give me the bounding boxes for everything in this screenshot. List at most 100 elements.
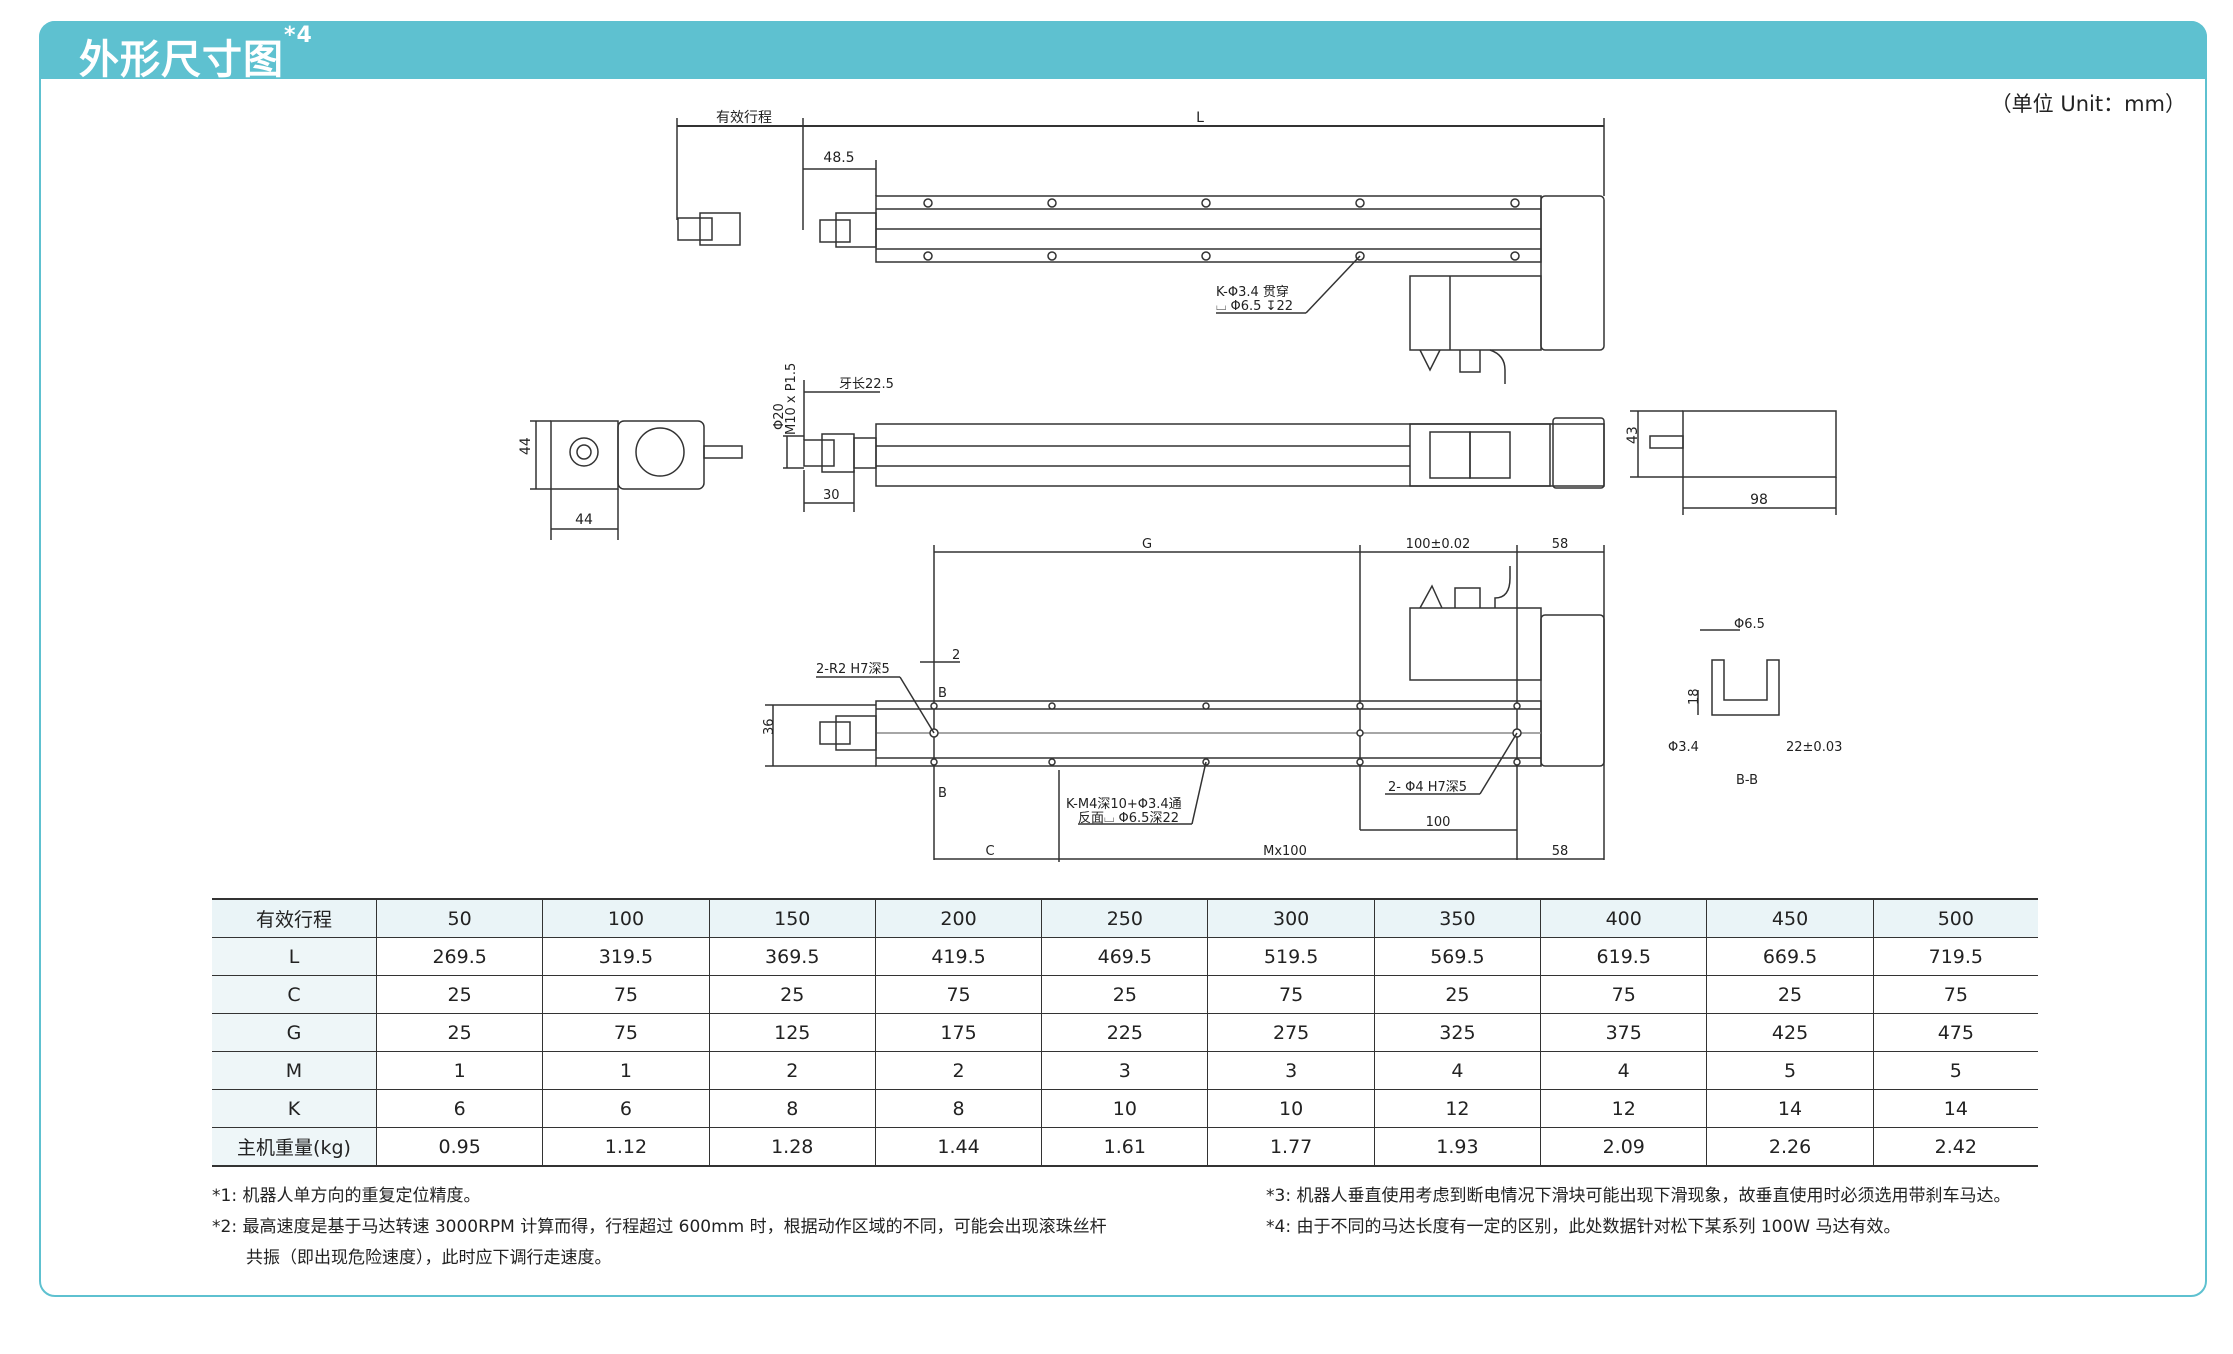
- title-footnote-ref: *4: [284, 23, 313, 48]
- table-cell: 350: [1373, 898, 1541, 938]
- table-cell: 25: [1706, 975, 1874, 1014]
- table-cell: 2.26: [1706, 1127, 1874, 1167]
- note-2: *2: 最高速度是基于马达转速 3000RPM 计算而得，行程超过 600mm …: [212, 1217, 1107, 1237]
- tapped-hole-note: K-M4深10+Φ3.4通: [1066, 797, 1182, 812]
- dim-58-bottom-label: 58: [1552, 844, 1569, 859]
- table-cell: 275: [1207, 1013, 1375, 1052]
- table-cell: 450: [1706, 898, 1874, 938]
- note-3: *3: 机器人垂直使用考虑到断电情况下滑块可能出现下滑现象，故垂直使用时必须选用…: [1266, 1186, 2011, 1206]
- table-cell: 6: [375, 1089, 543, 1128]
- table-cell: 225: [1041, 1013, 1208, 1052]
- stroke-dim-label: 有效行程: [716, 110, 772, 126]
- dim-18-label: 18: [1687, 688, 1702, 705]
- unit-label: （单位 Unit：mm）: [1990, 92, 2186, 116]
- notes-left: *1: 机器人单方向的重复定位精度。 *2: 最高速度是基于马达转速 3000R…: [212, 1181, 1107, 1274]
- table-cell: 1.93: [1373, 1127, 1541, 1167]
- row-header: 有效行程: [212, 898, 377, 938]
- table-cell: 4: [1540, 1051, 1707, 1090]
- table-cell: 475: [1872, 1013, 2038, 1052]
- dim-100-tol-label: 100±0.02: [1406, 537, 1471, 552]
- table-cell: 175: [874, 1013, 1042, 1052]
- table-cell: 25: [375, 1013, 543, 1052]
- table-cell: 1: [542, 1051, 710, 1090]
- bottom-view: G 100±0.02 58 36 2-R2 H7深5 2 B B K-M4深10…: [762, 537, 1605, 862]
- reverse-counterbore-note: 反面⌴ Φ6.5深22: [1078, 811, 1179, 826]
- table-cell: 4: [1373, 1051, 1541, 1090]
- row-header: K: [212, 1089, 377, 1128]
- title-text: 外形尺寸图: [79, 37, 284, 83]
- thread-length-label: 牙长22.5: [839, 377, 894, 392]
- table-cell: 1.44: [874, 1127, 1042, 1167]
- dim-44-vertical: 44: [518, 437, 534, 455]
- table-cell: 1.12: [542, 1127, 710, 1167]
- dim-58-top-label: 58: [1552, 537, 1569, 552]
- table-cell: 469.5: [1041, 937, 1208, 976]
- counterbore-note: ⌴ Φ6.5 ↧22: [1216, 299, 1293, 314]
- table-cell: 200: [874, 898, 1042, 938]
- table-cell: 25: [375, 975, 543, 1014]
- table-cell: 25: [708, 975, 876, 1014]
- side-view: 44 44 Φ20 M10 x P1.5 牙长22.5 30 43 98: [518, 363, 1837, 540]
- table-cell: 8: [874, 1089, 1042, 1128]
- table-cell: 2: [708, 1051, 876, 1090]
- row-header: C: [212, 975, 377, 1014]
- dim-100-label: 100: [1426, 815, 1451, 830]
- dim-30-label: 30: [823, 488, 840, 503]
- table-cell: 519.5: [1207, 937, 1375, 976]
- row-header: 主机重量(kg): [212, 1127, 377, 1167]
- table-cell: 300: [1207, 898, 1375, 938]
- table-cell: 3: [1041, 1051, 1208, 1090]
- through-hole-note: K-Φ3.4 贯穿: [1216, 284, 1289, 300]
- table-cell: 3: [1207, 1051, 1375, 1090]
- dia-3-4-label: Φ3.4: [1668, 740, 1699, 755]
- dia-20-label: Φ20: [772, 403, 787, 430]
- table-cell: 75: [874, 975, 1042, 1014]
- table-cell: 5: [1872, 1051, 2038, 1090]
- section-B-B: Φ6.5 18 Φ3.4 22±0.03 B-B: [1668, 617, 1842, 788]
- table-cell: 250: [1041, 898, 1208, 938]
- table-cell: 5: [1706, 1051, 1874, 1090]
- notes-right: *3: 机器人垂直使用考虑到断电情况下滑块可能出现下滑现象，故垂直使用时必须选用…: [1266, 1181, 2010, 1243]
- table-cell: 425: [1706, 1013, 1874, 1052]
- thread-label: M10 x P1.5: [784, 363, 799, 435]
- C-dim-label: C: [985, 844, 994, 859]
- dim-98-label: 98: [1750, 492, 1768, 508]
- table-cell: 325: [1373, 1013, 1541, 1052]
- G-dim-label: G: [1142, 537, 1152, 552]
- table-cell: 375: [1540, 1013, 1707, 1052]
- row-header: M: [212, 1051, 377, 1090]
- note-1: *1: 机器人单方向的重复定位精度。: [212, 1186, 481, 1206]
- table-cell: 669.5: [1706, 937, 1874, 976]
- table-cell: 14: [1872, 1089, 2038, 1128]
- table-cell: 10: [1207, 1089, 1375, 1128]
- table-cell: 619.5: [1540, 937, 1707, 976]
- table-cell: 319.5: [542, 937, 710, 976]
- section-marker-B-top: B: [938, 686, 947, 701]
- section-header: 外形尺寸图*4: [39, 21, 2207, 83]
- table-cell: 150: [708, 898, 876, 938]
- section-marker-B-bottom: B: [938, 786, 947, 801]
- table-cell: 10: [1041, 1089, 1208, 1128]
- table-cell: 2.09: [1540, 1127, 1707, 1167]
- table-cell: 75: [542, 975, 710, 1014]
- top-view: 有效行程 L 48.5 K-Φ3.4 贯穿 ⌴ Φ6.5 ↧22: [676, 110, 1605, 384]
- table-cell: 125: [708, 1013, 876, 1052]
- note-2-continued: 共振（即出现危险速度），此时应下调行走速度。: [246, 1248, 612, 1268]
- table-cell: 75: [542, 1013, 710, 1052]
- row-header: L: [212, 937, 377, 976]
- dia-6-5-label: Φ6.5: [1734, 617, 1765, 632]
- dim-2-label: 2: [952, 648, 960, 663]
- table-cell: 1: [375, 1051, 543, 1090]
- table-cell: 2.42: [1872, 1127, 2038, 1167]
- table-cell: 14: [1706, 1089, 1874, 1128]
- section-title: 外形尺寸图*4: [79, 23, 313, 85]
- table-cell: 100: [542, 898, 710, 938]
- note-4: *4: 由于不同的马达长度有一定的区别，此处数据针对松下某系列 100W 马达有…: [1266, 1217, 1901, 1237]
- table-cell: 1.61: [1041, 1127, 1208, 1167]
- dim-22-label: 22±0.03: [1786, 740, 1842, 755]
